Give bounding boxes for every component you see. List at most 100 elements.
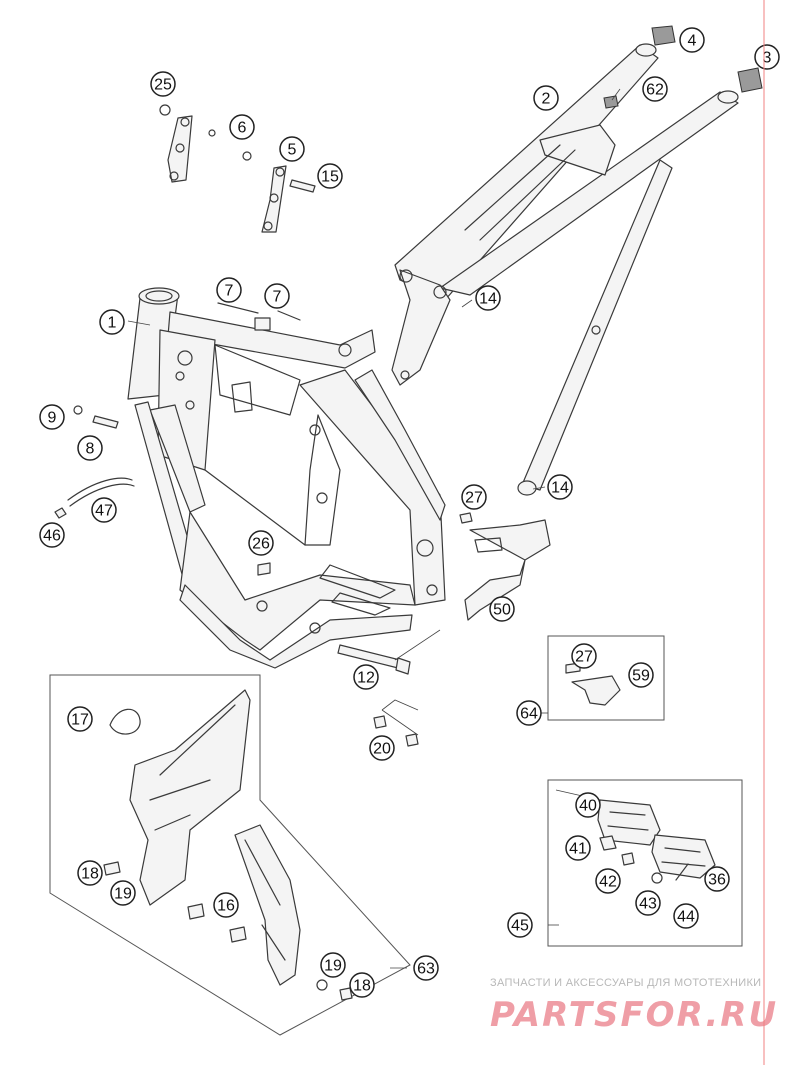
- callout-1: 1: [99, 309, 125, 335]
- callout-circle: [475, 285, 501, 311]
- rear-subframe: [391, 43, 739, 496]
- callout-circle: [110, 880, 136, 906]
- callout-circle: [77, 860, 103, 886]
- engine-brackets: [159, 104, 316, 233]
- callout-circle: [642, 76, 668, 102]
- watermark-brand: PARTSFOR.RU: [490, 995, 778, 1035]
- callout-circle: [489, 596, 515, 622]
- callout-circle: [635, 890, 661, 916]
- callout-circle: [413, 955, 439, 981]
- callout-label: 14: [479, 291, 497, 308]
- callout-label: 62: [646, 82, 664, 99]
- callout-3: 3: [754, 44, 780, 70]
- callout-circle: [507, 912, 533, 938]
- callout-label: 41: [569, 841, 587, 858]
- callout-label: 5: [288, 142, 297, 159]
- callout-17: 17: [67, 706, 93, 732]
- callout-16: 16: [213, 892, 239, 918]
- callout-circle: [571, 643, 597, 669]
- callout-label: 17: [71, 712, 89, 729]
- callout-label: 19: [114, 886, 132, 903]
- callout-label: 18: [353, 978, 371, 995]
- callout-circle: [595, 868, 621, 894]
- callout-label: 18: [81, 866, 99, 883]
- callout-7: 7: [264, 283, 290, 309]
- callout-circle: [99, 309, 125, 335]
- callout-label: 43: [639, 896, 657, 913]
- callout-14: 14: [475, 285, 501, 311]
- callout-label: 46: [43, 528, 61, 545]
- callout-circle: [679, 27, 705, 53]
- callout-circle: [67, 706, 93, 732]
- callout-2: 2: [533, 85, 559, 111]
- callout-label: 19: [324, 958, 342, 975]
- callout-20: 20: [369, 735, 395, 761]
- callout-label: 40: [579, 798, 597, 815]
- callout-circle: [91, 497, 117, 523]
- callout-label: 7: [273, 289, 282, 306]
- callout-12: 12: [353, 664, 379, 690]
- main-frame: [127, 287, 446, 669]
- callout-circle: [461, 484, 487, 510]
- callout-circle: [39, 404, 65, 430]
- callout-59: 59: [628, 662, 654, 688]
- callout-44: 44: [673, 903, 699, 929]
- callout-label: 1: [108, 315, 117, 332]
- callout-circle: [216, 277, 242, 303]
- callout-label: 64: [520, 706, 538, 723]
- callout-circle: [349, 972, 375, 998]
- watermark: ЗАПЧАСТИ И АКСЕССУАРЫ ДЛЯ МОТОТЕХНИКИ PA…: [490, 977, 778, 1035]
- callout-circle: [547, 474, 573, 500]
- callout-circle: [39, 522, 65, 548]
- group-45-box: [547, 779, 743, 947]
- left-hardware: [54, 405, 271, 576]
- callout-label: 25: [154, 77, 172, 94]
- callout-7: 7: [216, 277, 242, 303]
- callout-label: 12: [357, 670, 375, 687]
- callout-label: 44: [677, 909, 695, 926]
- callout-18: 18: [349, 972, 375, 998]
- callout-label: 15: [321, 169, 339, 186]
- callout-label: 42: [599, 874, 617, 891]
- callout-label: 63: [417, 961, 435, 978]
- footrest-bracket: [459, 512, 551, 621]
- callout-47: 47: [91, 497, 117, 523]
- callout-label: 59: [632, 668, 650, 685]
- callout-19: 19: [110, 880, 136, 906]
- group-64-box: [547, 635, 665, 721]
- callout-label: 2: [542, 91, 551, 108]
- callout-4: 4: [679, 27, 705, 53]
- callout-circle: [77, 435, 103, 461]
- callout-19: 19: [320, 952, 346, 978]
- callout-41: 41: [565, 835, 591, 861]
- callout-36: 36: [704, 866, 730, 892]
- callout-18: 18: [77, 860, 103, 886]
- callout-14: 14: [547, 474, 573, 500]
- callout-label: 9: [48, 410, 57, 427]
- callout-circle: [248, 530, 274, 556]
- callout-42: 42: [595, 868, 621, 894]
- callout-label: 20: [373, 741, 391, 758]
- callout-label: 26: [252, 536, 270, 553]
- frame-pins: [217, 302, 301, 331]
- callout-label: 50: [493, 602, 511, 619]
- callout-circle: [317, 163, 343, 189]
- callout-25: 25: [150, 71, 176, 97]
- callout-label: 8: [86, 441, 95, 458]
- end-caps: [603, 25, 763, 109]
- callout-label: 27: [465, 490, 483, 507]
- callout-label: 45: [511, 918, 529, 935]
- callout-label: 36: [708, 872, 726, 889]
- callout-label: 7: [225, 283, 234, 300]
- callout-5: 5: [279, 136, 305, 162]
- callout-circle: [229, 114, 255, 140]
- callout-label: 14: [551, 480, 569, 497]
- callout-circle: [628, 662, 654, 688]
- bolt-and-nuts: [337, 629, 441, 747]
- callout-6: 6: [229, 114, 255, 140]
- callout-50: 50: [489, 596, 515, 622]
- callout-circle: [264, 283, 290, 309]
- callout-15: 15: [317, 163, 343, 189]
